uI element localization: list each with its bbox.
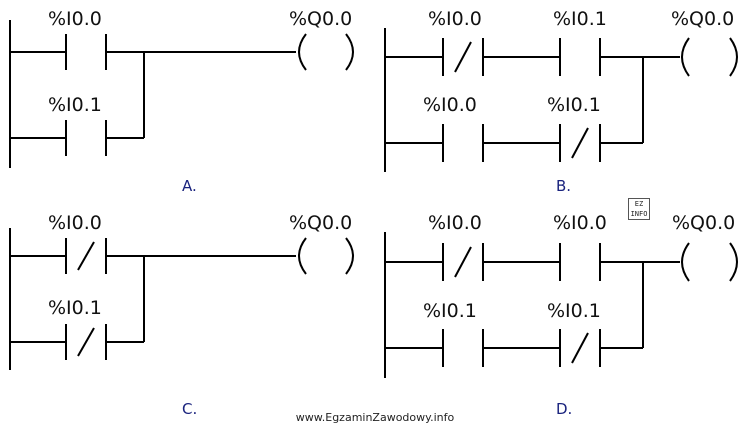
contact-label: %I0.0 (423, 94, 477, 116)
output-coil (681, 242, 738, 282)
nc-contact-i0-1 (559, 329, 601, 367)
coil-label: %Q0.0 (289, 8, 352, 30)
diagram-a: %I0.0 %I0.1 %Q0.0 A. (9, 8, 354, 195)
output-coil (298, 33, 354, 71)
no-contact-i0-1 (65, 120, 107, 156)
contact-label: %I0.0 (553, 212, 607, 234)
contact-label: %I0.1 (423, 300, 477, 322)
nc-contact-i0-0 (442, 243, 484, 281)
no-contact-i0-0 (559, 243, 601, 281)
no-contact-i0-0 (65, 34, 107, 70)
output-coil (681, 37, 738, 77)
diagram-b: %I0.0 %I0.1 %I0.0 %I0.1 %Q0.0 B. (384, 8, 738, 195)
contact-label: %I0.0 (428, 212, 482, 234)
output-coil (298, 237, 354, 275)
contact-label: %I0.1 (547, 300, 601, 322)
diagram-c: %I0.0 %I0.1 %Q0.0 C. (9, 212, 354, 418)
contact-label: %I0.0 (428, 8, 482, 30)
contact-label: %I0.0 (48, 8, 102, 30)
option-label-a: A. (182, 177, 197, 195)
site-logo-badge: EZ INFO (628, 198, 650, 220)
no-contact-i0-1 (442, 329, 484, 367)
no-contact-i0-1 (559, 38, 601, 76)
nc-contact-i0-1 (65, 324, 107, 360)
badge-line: EZ (634, 200, 644, 208)
nc-contact-i0-0 (442, 38, 484, 76)
badge-line: INFO (630, 210, 648, 218)
coil-label: %Q0.0 (289, 212, 352, 234)
contact-label: %I0.1 (48, 297, 102, 319)
diagram-d: %I0.0 %I0.0 %I0.1 %I0.1 %Q0.0 D. (384, 212, 738, 418)
contact-label: %I0.1 (547, 94, 601, 116)
coil-label: %Q0.0 (671, 8, 734, 30)
coil-label: %Q0.0 (672, 212, 735, 234)
watermark-text: www.EgzaminZawodowy.info (295, 411, 455, 424)
option-label-b: B. (556, 177, 571, 195)
contact-label: %I0.1 (553, 8, 607, 30)
option-label-c: C. (182, 400, 197, 418)
no-contact-i0-0 (442, 124, 484, 162)
contact-label: %I0.1 (48, 94, 102, 116)
nc-contact-i0-1 (559, 124, 601, 162)
option-label-d: D. (556, 400, 572, 418)
contact-label: %I0.0 (48, 212, 102, 234)
nc-contact-i0-0 (65, 238, 107, 274)
